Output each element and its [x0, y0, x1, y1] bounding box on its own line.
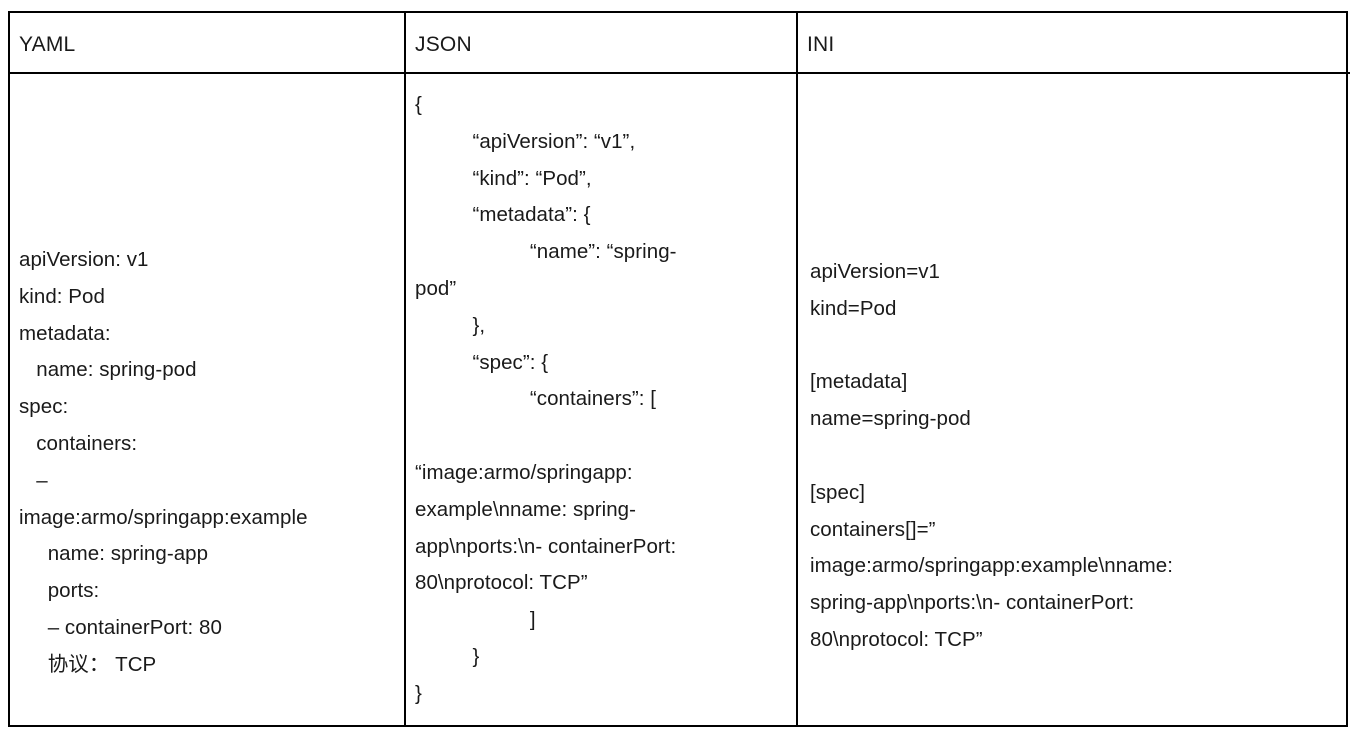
code-line [810, 328, 1340, 365]
code-line: metadata: [19, 321, 111, 345]
code-line: image:armo/springapp:example [19, 505, 308, 529]
json-cell-inner: { “apiVersion”: “v1”, “kind”: “Pod”, “me… [406, 74, 796, 725]
column-header-ini-label: INI [807, 33, 835, 56]
code-line: pod” [415, 276, 457, 300]
table-body-row: apiVersion: v1 kind: Pod metadata: name: s… [10, 73, 1350, 725]
code-line: – [19, 468, 48, 492]
code-line: containers[]=” [810, 517, 936, 541]
code-line: “metadata”: { [415, 203, 591, 227]
code-line: ] [415, 608, 536, 632]
ini-cell-inner: apiVersion=v1 kind=Pod [metadata] name=spr… [798, 74, 1350, 725]
code-line: } [415, 681, 422, 705]
code-line: apiVersion=v1 [810, 260, 941, 283]
code-line: { [415, 93, 422, 116]
code-line [415, 418, 790, 455]
code-line: } [415, 644, 480, 668]
code-line: spec: [19, 395, 69, 419]
column-header-yaml-label: YAML [19, 33, 76, 56]
table-cell-yaml: apiVersion: v1 kind: Pod metadata: name: s… [10, 73, 406, 725]
code-line: [spec] [810, 480, 865, 504]
code-line: 协议： TCP [19, 652, 157, 676]
json-code-block: { “apiVersion”: “v1”, “kind”: “Pod”, “me… [415, 87, 790, 713]
code-line: “image:armo/springapp: [415, 460, 633, 484]
table-cell-ini: apiVersion=v1 kind=Pod [metadata] name=spr… [797, 73, 1350, 725]
comparison-table: YAML JSON INI apiVersion: v1 kind: Pod met… [8, 11, 1350, 727]
code-line: “name”: “spring- [415, 240, 677, 264]
code-line: containers: [19, 431, 138, 455]
code-line: app\nports:\n- containerPort: [415, 534, 677, 558]
code-line: image:armo/springapp:example\nname: [810, 554, 1173, 578]
code-line: name: spring-app [19, 542, 209, 566]
code-line: “apiVersion”: “v1”, [415, 129, 636, 153]
code-line: name=spring-pod [810, 407, 971, 431]
code-line [810, 438, 1340, 475]
code-line: “spec”: { [415, 350, 549, 374]
code-line: name: spring-pod [19, 358, 197, 382]
table-cell-json: { “apiVersion”: “v1”, “kind”: “Pod”, “me… [405, 73, 798, 725]
code-line: spring-app\nports:\n- containerPort: [810, 591, 1135, 615]
code-line: kind: Pod [19, 284, 105, 308]
table-header-row: YAML JSON INI [10, 13, 1350, 74]
code-line: apiVersion: v1 [19, 248, 149, 271]
code-line: example\nname: spring- [415, 497, 637, 521]
column-header-json: JSON [405, 13, 798, 74]
column-header-ini: INI [797, 13, 1350, 74]
code-line: 80\nprotocol: TCP” [810, 627, 983, 651]
code-line: “containers”: [ [415, 387, 656, 411]
yaml-cell-inner: apiVersion: v1 kind: Pod metadata: name: s… [10, 74, 404, 725]
ini-code-block: apiVersion=v1 kind=Pod [metadata] name=spr… [810, 254, 1340, 659]
code-line: kind=Pod [810, 296, 897, 320]
code-line: “kind”: “Pod”, [415, 166, 592, 190]
code-line: – containerPort: 80 [19, 615, 222, 639]
code-line: 80\nprotocol: TCP” [415, 571, 588, 595]
yaml-code-block: apiVersion: v1 kind: Pod metadata: name: s… [19, 242, 399, 684]
code-line: }, [415, 313, 486, 337]
code-line: ports: [19, 579, 100, 603]
column-header-json-label: JSON [415, 33, 472, 56]
code-line: [metadata] [810, 370, 908, 394]
format-comparison-table: YAML JSON INI apiVersion: v1 kind: Pod met… [10, 13, 1350, 725]
column-header-yaml: YAML [10, 13, 406, 74]
